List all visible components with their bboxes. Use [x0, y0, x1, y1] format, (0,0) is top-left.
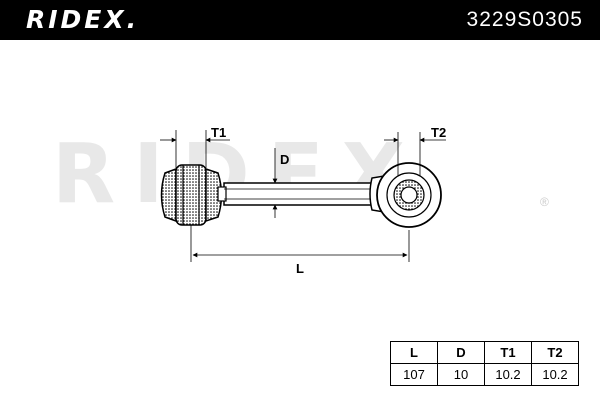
dimension-table-value-row: 107 10 10.2 10.2	[390, 363, 579, 386]
value-d: 10	[437, 363, 485, 386]
left-bushing	[160, 164, 223, 226]
header-t1: T1	[484, 341, 532, 364]
l-label: L	[296, 261, 304, 276]
header-l: L	[390, 341, 438, 364]
value-t2: 10.2	[531, 363, 579, 386]
t1-dimension: T1	[160, 125, 230, 168]
header-bar: RIDEX. 3229S0305	[0, 0, 600, 40]
d-label: D	[280, 152, 289, 167]
l-dimension: L	[190, 225, 410, 276]
technical-drawing: RIDEX ® T1 T2	[52, 125, 549, 276]
right-eye-joint	[369, 162, 442, 228]
part-number: 3229S0305	[466, 8, 583, 31]
d-dimension: D	[272, 148, 289, 218]
dimension-table-header-row: L D T1 T2	[390, 341, 579, 364]
header-t2: T2	[531, 341, 579, 364]
value-l: 107	[390, 363, 438, 386]
t2-dimension: T2	[384, 125, 446, 176]
watermark-text: RIDEX	[52, 127, 423, 222]
header-d: D	[437, 341, 485, 364]
t2-label: T2	[431, 125, 446, 140]
watermark-registered-mark: ®	[540, 195, 549, 209]
brand-logo: RIDEX.	[26, 5, 140, 34]
stabilizer-rod	[217, 182, 381, 206]
dimension-table: L D T1 T2 107 10 10.2 10.2	[390, 341, 579, 386]
t1-label: T1	[211, 125, 226, 140]
value-t1: 10.2	[484, 363, 532, 386]
